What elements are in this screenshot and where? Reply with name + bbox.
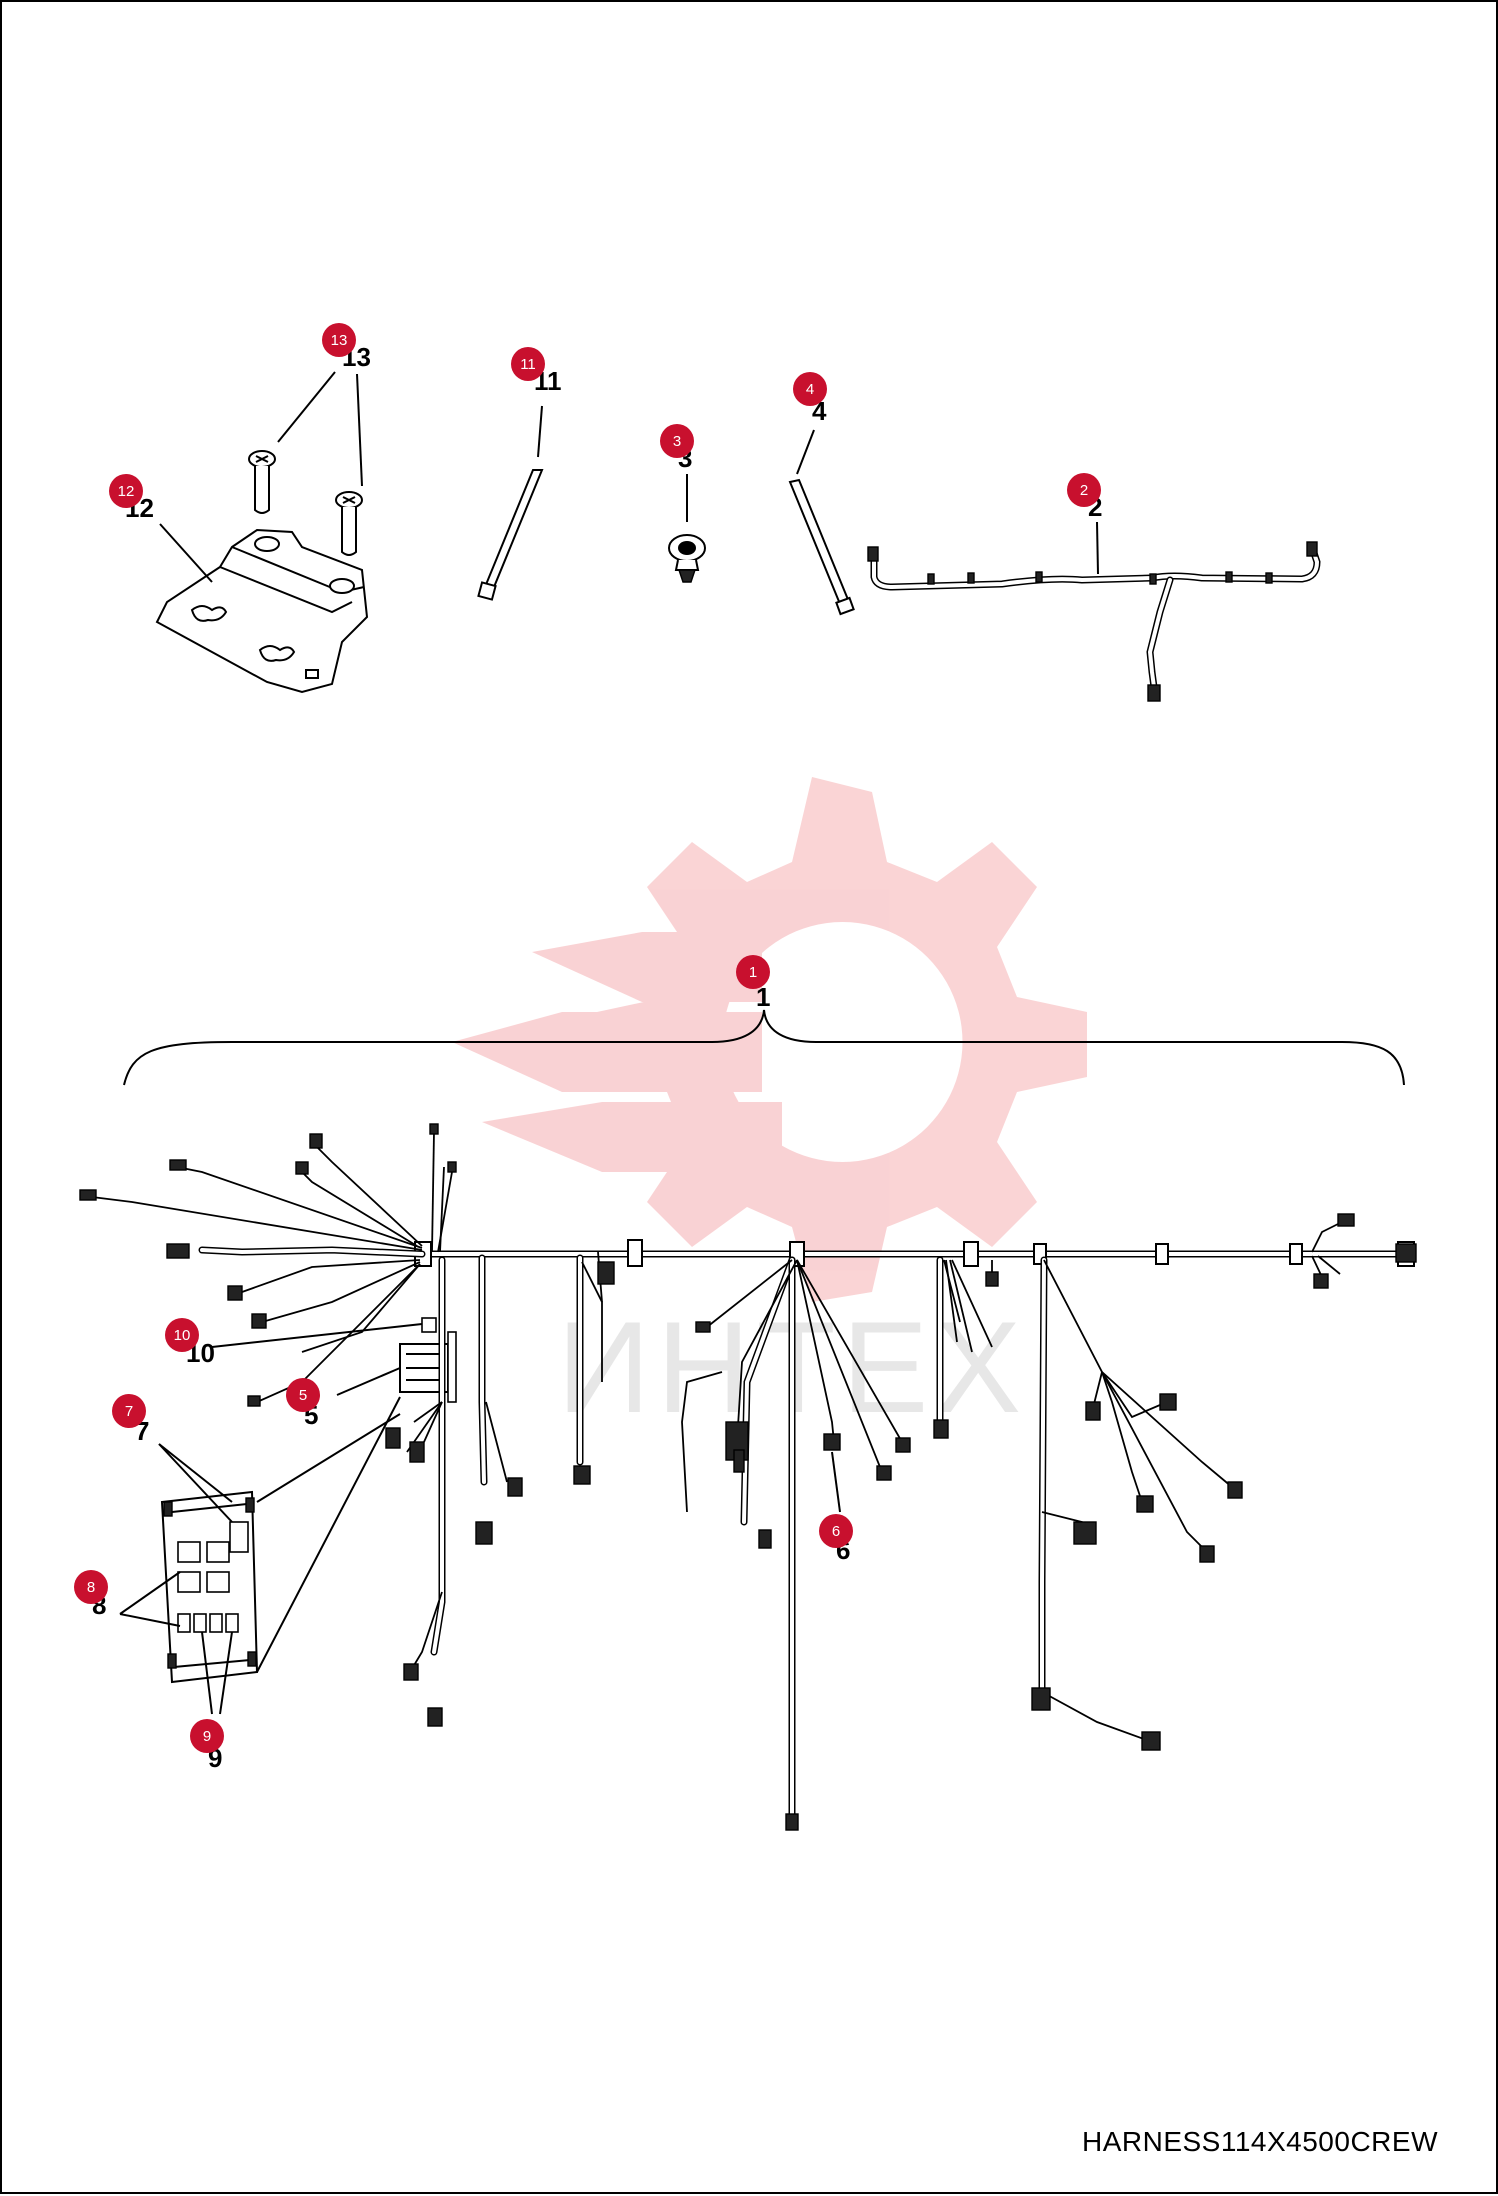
left-branches bbox=[79, 1123, 457, 1407]
callout-12: 12 12 bbox=[109, 474, 154, 523]
svg-text:1: 1 bbox=[749, 964, 757, 981]
sub-harness-part bbox=[867, 521, 1321, 702]
svg-text:1: 1 bbox=[756, 982, 770, 1012]
svg-text:2: 2 bbox=[1080, 482, 1088, 499]
leader-lines bbox=[119, 523, 841, 1715]
callout-2: 2 2 bbox=[1067, 473, 1102, 522]
svg-text:8: 8 bbox=[87, 1579, 95, 1596]
svg-text:6: 6 bbox=[832, 1523, 840, 1540]
svg-text:9: 9 bbox=[203, 1728, 211, 1745]
callout-7: 7 7 bbox=[112, 1394, 149, 1446]
callout-6: 6 6 bbox=[819, 1514, 853, 1565]
svg-text:5: 5 bbox=[299, 1387, 307, 1404]
connectors bbox=[385, 1213, 1417, 1831]
main-harness bbox=[79, 1123, 1417, 1831]
screw-part bbox=[248, 371, 363, 556]
callout-4: 4 4 bbox=[793, 372, 827, 426]
callout-8: 8 8 bbox=[74, 1570, 108, 1620]
relay-block bbox=[399, 1317, 457, 1403]
svg-text:3: 3 bbox=[673, 433, 681, 450]
callout-1: 1 1 bbox=[736, 955, 770, 1012]
fuse-box bbox=[160, 1490, 259, 1684]
drop-branches bbox=[406, 1221, 1343, 1826]
callout-3: 3 3 bbox=[660, 424, 694, 473]
tie-part bbox=[788, 429, 855, 616]
callout-9: 9 9 bbox=[190, 1719, 224, 1773]
svg-text:7: 7 bbox=[125, 1403, 133, 1420]
gear-logo-icon bbox=[452, 777, 1087, 1302]
watermark: ИНТЕХ bbox=[452, 777, 1087, 1440]
svg-text:11: 11 bbox=[520, 356, 536, 373]
harness-brace bbox=[123, 1009, 1405, 1086]
callout-5: 5 5 bbox=[286, 1378, 320, 1430]
bracket-part bbox=[155, 528, 369, 694]
cable-tie-part bbox=[477, 405, 544, 601]
svg-text:13: 13 bbox=[331, 332, 348, 349]
callout-13: 13 13 bbox=[322, 323, 371, 372]
svg-text:12: 12 bbox=[118, 483, 135, 500]
svg-text:10: 10 bbox=[174, 1327, 191, 1344]
callout-10: 10 10 bbox=[165, 1318, 215, 1368]
callout-11: 11 11 bbox=[511, 347, 562, 396]
drawing-caption: HARNESS114X4500CREW bbox=[1081, 2126, 1438, 2157]
clip-part bbox=[668, 474, 706, 583]
svg-text:4: 4 bbox=[806, 381, 814, 398]
